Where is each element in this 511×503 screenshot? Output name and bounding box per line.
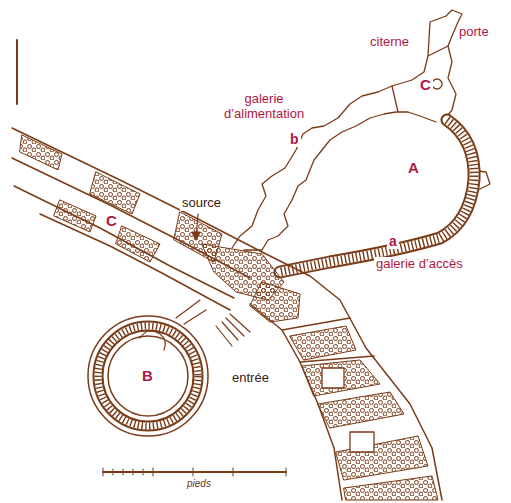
access-gallery-label: galerie d’accès: [374, 257, 465, 272]
scale-unit: pieds: [185, 478, 213, 490]
part-letter: b: [288, 131, 301, 147]
part-letter: C: [104, 212, 119, 229]
spring-label: source: [180, 196, 223, 211]
part-letter: a: [387, 233, 399, 249]
gate-label: porte: [457, 25, 491, 40]
part-letter: B: [140, 367, 155, 384]
cistern-label: citerne: [368, 35, 411, 50]
part-letter: A: [406, 159, 421, 176]
entrance-label: entrée: [230, 371, 271, 386]
feed-gallery-label: galerie d’alimentation: [212, 92, 316, 122]
part-letter: C: [418, 76, 433, 93]
